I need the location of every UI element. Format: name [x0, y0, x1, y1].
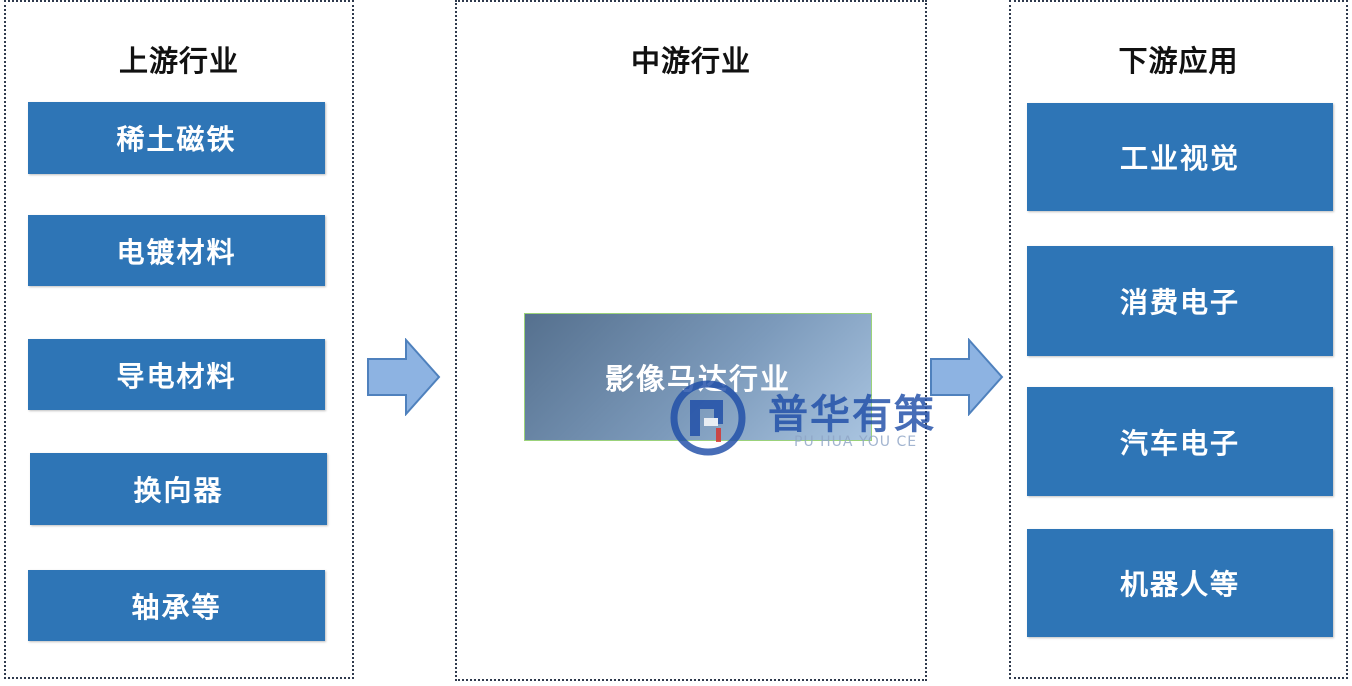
watermark-sub: PU HUA YOU CE: [794, 434, 918, 450]
midstream-panel: 中游行业 影像马达行业: [455, 0, 927, 681]
upstream-item-plating-material: 电镀材料: [28, 215, 325, 286]
upstream-title: 上游行业: [118, 44, 239, 78]
downstream-title: 下游应用: [1118, 44, 1239, 78]
downstream-item-robots: 机器人等: [1027, 529, 1333, 637]
upstream-item-conductive-material: 导电材料: [28, 339, 325, 410]
upstream-item-rare-earth-magnet: 稀土磁铁: [28, 102, 325, 174]
watermark: 普华有策 PU HUA YOU CE: [660, 380, 980, 460]
arrow-right-icon: [367, 338, 441, 416]
downstream-item-industrial-vision: 工业视觉: [1027, 103, 1333, 211]
midstream-title: 中游行业: [630, 44, 751, 78]
downstream-item-automotive-electronics: 汽车电子: [1027, 387, 1333, 496]
arrow-right-icon: [930, 338, 1004, 416]
downstream-panel: 下游应用 工业视觉 消费电子 汽车电子 机器人等: [1009, 0, 1348, 679]
downstream-item-consumer-electronics: 消费电子: [1027, 246, 1333, 356]
brand-logo-icon: [670, 380, 746, 456]
upstream-panel: 上游行业 稀土磁铁 电镀材料 导电材料 换向器 轴承等: [4, 0, 354, 679]
upstream-item-commutator: 换向器: [30, 453, 327, 525]
upstream-item-bearing: 轴承等: [28, 570, 325, 641]
watermark-brand: 普华有策: [768, 392, 936, 438]
